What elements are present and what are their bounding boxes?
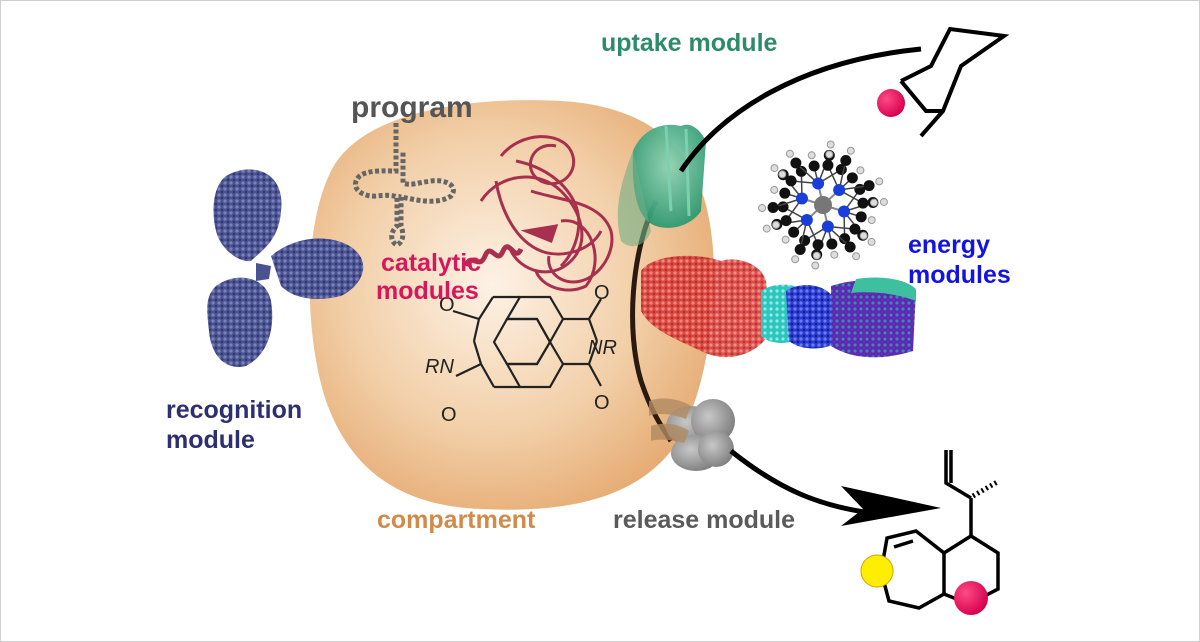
nitrogen-atom <box>838 205 851 218</box>
carbon-atom <box>780 215 792 227</box>
ruthenium-atom <box>814 196 832 214</box>
chem-atom-o-bottom-right: O <box>594 392 610 414</box>
carbon-atom <box>839 233 851 245</box>
uptake-channel <box>617 124 706 247</box>
carbon-atom <box>779 187 791 199</box>
label-energy-line2: modules <box>908 261 1011 289</box>
hydrogen-atom <box>826 140 835 149</box>
naphthalene-diimide-structure <box>452 295 602 389</box>
hydrogen-atom <box>791 255 800 264</box>
release-channel <box>649 398 735 471</box>
uptake-arrow-curve <box>678 46 922 173</box>
compartment-cell <box>309 100 715 510</box>
carbon-atom <box>826 238 838 250</box>
label-catalytic-line1: catalytic <box>381 249 482 277</box>
carbon-atom <box>808 160 820 172</box>
hydrogen-atom <box>875 177 884 186</box>
carbon-atom <box>863 180 875 192</box>
hydrogen-atom <box>856 166 865 175</box>
chem-atom-o-top-right: O <box>594 282 610 304</box>
hydrogen-atom <box>812 251 821 260</box>
carbon-atom <box>857 197 869 209</box>
hydrogen-atom <box>770 185 779 194</box>
hydrogen-atom <box>859 231 868 240</box>
release-arrow <box>729 449 941 526</box>
energy-protein-complex <box>641 255 916 358</box>
label-release-module: release module <box>613 506 796 534</box>
carbon-atom <box>790 157 802 169</box>
nitrogen-atom <box>800 213 813 226</box>
hydrogen-atom <box>778 170 787 179</box>
product-yellow-dot <box>860 554 894 588</box>
label-catalytic-line2: modules <box>376 277 479 305</box>
antibody-recognition <box>207 169 364 367</box>
nitrogen-atom <box>821 220 834 233</box>
hydrogen-atom <box>867 216 876 225</box>
product-red-dot <box>954 581 988 615</box>
hydrogen-atom <box>785 149 794 158</box>
carbon-atom <box>855 211 867 223</box>
hydrogen-atom <box>869 198 878 207</box>
ru-bpy-complex <box>758 140 888 270</box>
hydrogen-atom <box>772 220 781 229</box>
chem-atom-rn: RN <box>425 356 454 378</box>
substrate-molecule <box>899 26 1010 138</box>
label-compartment: compartment <box>377 506 536 534</box>
substrate-red-dot <box>877 89 905 117</box>
carbon-atom <box>794 243 806 255</box>
chem-atom-o-top-left: O <box>439 294 455 316</box>
hydrogen-atom <box>852 252 861 261</box>
chem-atom-o-bottom-left: O <box>441 404 457 426</box>
hydrogen-atom <box>867 237 876 246</box>
hydrogen-atom <box>811 261 820 270</box>
chem-atom-nr: NR <box>588 337 617 359</box>
label-uptake-module: uptake module <box>601 29 778 57</box>
hydrogen-atom <box>781 235 790 244</box>
catalytic-protein <box>463 135 614 292</box>
carbon-atom <box>849 223 861 235</box>
nitrogen-atom <box>833 184 846 197</box>
carbon-atom <box>785 175 797 187</box>
carbon-atom <box>840 155 852 167</box>
label-energy-line1: energy <box>908 231 990 259</box>
label-recognition-line2: module <box>166 426 255 454</box>
hydrogen-atom <box>830 250 839 259</box>
hydrogen-atom <box>807 151 816 160</box>
carbon-atom <box>788 226 800 238</box>
label-program: program <box>351 91 473 124</box>
hydrogen-atom <box>825 150 834 159</box>
carbon-atom <box>822 159 834 171</box>
product-molecule <box>879 450 1001 610</box>
carbon-atom <box>795 165 807 177</box>
carbon-atom <box>812 239 824 251</box>
nitrogen-atom <box>795 192 808 205</box>
nitrogen-atom <box>812 177 825 190</box>
carbon-atom <box>844 241 856 253</box>
hydrogen-atom <box>758 204 767 213</box>
hydrogen-atom <box>762 224 771 233</box>
hydrogen-atom <box>770 164 779 173</box>
hydrogen-atom <box>846 146 855 155</box>
carbon-atom <box>767 201 779 213</box>
label-recognition-line1: recognition <box>166 396 303 424</box>
hydrogen-atom <box>879 197 888 206</box>
carbon-atom <box>846 172 858 184</box>
